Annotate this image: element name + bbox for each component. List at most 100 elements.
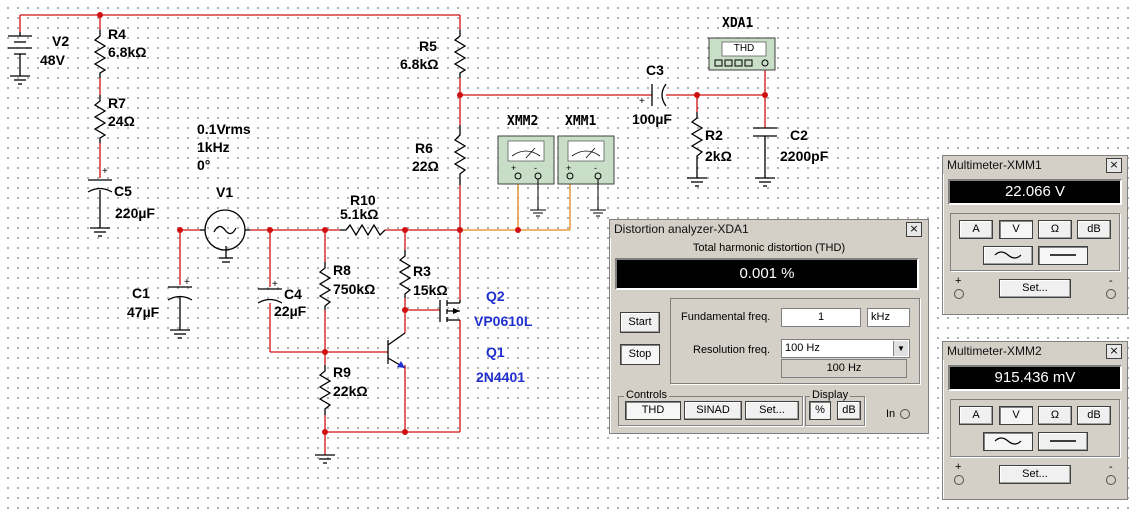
- ammeter-mode-button[interactable]: A: [959, 406, 993, 425]
- fundamental-unit-field[interactable]: kHz: [867, 308, 910, 327]
- xmm2-minus-label: -: [1109, 461, 1113, 473]
- r9-value: 22kΩ: [333, 383, 368, 399]
- r7-value: 24Ω: [108, 113, 135, 129]
- xda1-instrument-icon[interactable]: [708, 37, 776, 71]
- capacitor-c2-symbol[interactable]: [753, 127, 777, 187]
- distortion-analyzer-window[interactable]: Distortion analyzer-XDA1 × Total harmoni…: [609, 219, 929, 434]
- xmm2-plus-label: +: [955, 461, 962, 473]
- c1-value: 47µF: [127, 304, 160, 320]
- q1-value: 2N4401: [476, 369, 526, 385]
- capacitor-c4-symbol[interactable]: [257, 288, 283, 304]
- r6-label: R6: [415, 140, 433, 156]
- xmm1-settings-button[interactable]: Set...: [999, 279, 1071, 298]
- controls-group: [618, 396, 803, 426]
- db-display-button[interactable]: dB: [837, 401, 861, 420]
- capacitor-c1-symbol[interactable]: [167, 286, 193, 339]
- r10-value: 5.1kΩ: [340, 206, 379, 222]
- multimeter-xmm2-window[interactable]: Multimeter-XMM2 × 915.436 mV A V Ω dB + …: [942, 341, 1128, 500]
- ac-mode-button[interactable]: [983, 246, 1033, 265]
- resistor-r7-symbol[interactable]: [93, 95, 107, 143]
- ohmmeter-mode-button[interactable]: Ω: [1038, 406, 1072, 425]
- chevron-down-icon[interactable]: ▼: [893, 341, 908, 356]
- percent-display-button[interactable]: %: [809, 401, 831, 420]
- ohmmeter-mode-button[interactable]: Ω: [1038, 220, 1072, 239]
- svg-text:-: -: [594, 163, 597, 173]
- xmm2-minus-terminal-icon[interactable]: [1106, 475, 1116, 485]
- resolution-freq-select[interactable]: 100 Hz ▼: [781, 339, 910, 358]
- ac-source-v1-symbol[interactable]: [200, 209, 250, 263]
- junction-dots: [97, 12, 768, 435]
- dc-mode-button[interactable]: [1038, 432, 1088, 451]
- v1-param-amplitude: 0.1Vrms: [197, 121, 251, 137]
- capacitor-c3-symbol[interactable]: [651, 83, 667, 107]
- svg-text:+: +: [272, 279, 278, 290]
- resistor-r9-symbol[interactable]: [318, 365, 332, 415]
- voltmeter-mode-button[interactable]: V: [999, 406, 1033, 425]
- xmm1-minus-label: -: [1109, 275, 1113, 287]
- resistor-r4-symbol[interactable]: [93, 30, 107, 78]
- battery-v2-symbol[interactable]: [8, 32, 32, 85]
- r5-label: R5: [419, 38, 437, 54]
- v2-value: 48V: [40, 52, 65, 68]
- xmm1-controls-group: [950, 213, 1120, 271]
- settings-button[interactable]: Set...: [745, 401, 799, 420]
- start-button[interactable]: Start: [620, 312, 660, 333]
- ac-mode-button[interactable]: [983, 432, 1033, 451]
- thd-mode-button[interactable]: THD: [625, 401, 681, 420]
- close-icon[interactable]: ×: [906, 222, 922, 237]
- multimeter-xmm1-window[interactable]: Multimeter-XMM1 × 22.066 V A V Ω dB + Se…: [942, 155, 1128, 315]
- resistor-r2-symbol[interactable]: [687, 112, 707, 187]
- resistor-r6-symbol[interactable]: [453, 125, 467, 185]
- c5-value: 220µF: [115, 205, 155, 221]
- resistor-r8-symbol[interactable]: [318, 262, 332, 310]
- v2-label: V2: [52, 33, 70, 49]
- c4-label: C4: [284, 286, 302, 302]
- xmm2-label: XMM2: [507, 114, 539, 129]
- c2-value: 2200pF: [780, 148, 829, 164]
- r10-label: R10: [350, 192, 376, 208]
- voltmeter-mode-button[interactable]: V: [999, 220, 1033, 239]
- xmm1-multimeter-icon[interactable]: [557, 135, 615, 217]
- close-icon[interactable]: ×: [1106, 344, 1122, 359]
- r3-label: R3: [413, 263, 431, 279]
- xmm1-plus-terminal-icon[interactable]: [954, 289, 964, 299]
- xmm1-plus-label: +: [955, 275, 962, 287]
- decibel-mode-button[interactable]: dB: [1077, 220, 1111, 239]
- resistor-r10-symbol[interactable]: [340, 223, 386, 237]
- r3-value: 15kΩ: [413, 282, 448, 298]
- svg-text:+: +: [102, 166, 108, 177]
- controls-group-label: Controls: [624, 389, 669, 401]
- thd-heading: Total harmonic distortion (THD): [692, 242, 846, 254]
- dc-mode-button[interactable]: [1038, 246, 1088, 265]
- xmm2-settings-button[interactable]: Set...: [999, 465, 1071, 484]
- dc-line-icon: [1050, 254, 1076, 256]
- resolution-freq-label: Resolution freq.: [693, 344, 771, 356]
- close-icon[interactable]: ×: [1106, 158, 1122, 173]
- xmm2-multimeter-icon[interactable]: [497, 135, 555, 217]
- input-terminal-icon[interactable]: [900, 409, 910, 419]
- r5-value: 6.8kΩ: [400, 56, 439, 72]
- xmm1-minus-terminal-icon[interactable]: [1106, 289, 1116, 299]
- xmm2-titlebar[interactable]: Multimeter-XMM2: [943, 342, 1127, 360]
- fundamental-freq-label: Fundamental freq.: [681, 311, 771, 323]
- resistor-r3-symbol[interactable]: [398, 250, 412, 298]
- c2-label: C2: [790, 127, 808, 143]
- xmm1-titlebar[interactable]: Multimeter-XMM1: [943, 156, 1127, 174]
- ammeter-mode-button[interactable]: A: [959, 220, 993, 239]
- r9-label: R9: [333, 364, 351, 380]
- fundamental-freq-input[interactable]: 1: [781, 308, 861, 327]
- xmm2-controls-group: [950, 399, 1120, 457]
- sinad-mode-button[interactable]: SINAD: [684, 401, 742, 420]
- distortion-analyzer-titlebar[interactable]: Distortion analyzer-XDA1: [610, 220, 928, 238]
- bjt-q1-symbol[interactable]: [387, 332, 406, 369]
- c1-label: C1: [132, 285, 150, 301]
- q2-label: Q2: [486, 288, 505, 304]
- resistor-r5-symbol[interactable]: [453, 30, 467, 78]
- capacitor-c5-symbol[interactable]: [87, 179, 113, 237]
- stop-button[interactable]: Stop: [620, 344, 660, 365]
- xmm2-plus-terminal-icon[interactable]: [954, 475, 964, 485]
- resolution-freq-readout: 100 Hz: [781, 359, 907, 378]
- decibel-mode-button[interactable]: dB: [1077, 406, 1111, 425]
- r8-label: R8: [333, 262, 351, 278]
